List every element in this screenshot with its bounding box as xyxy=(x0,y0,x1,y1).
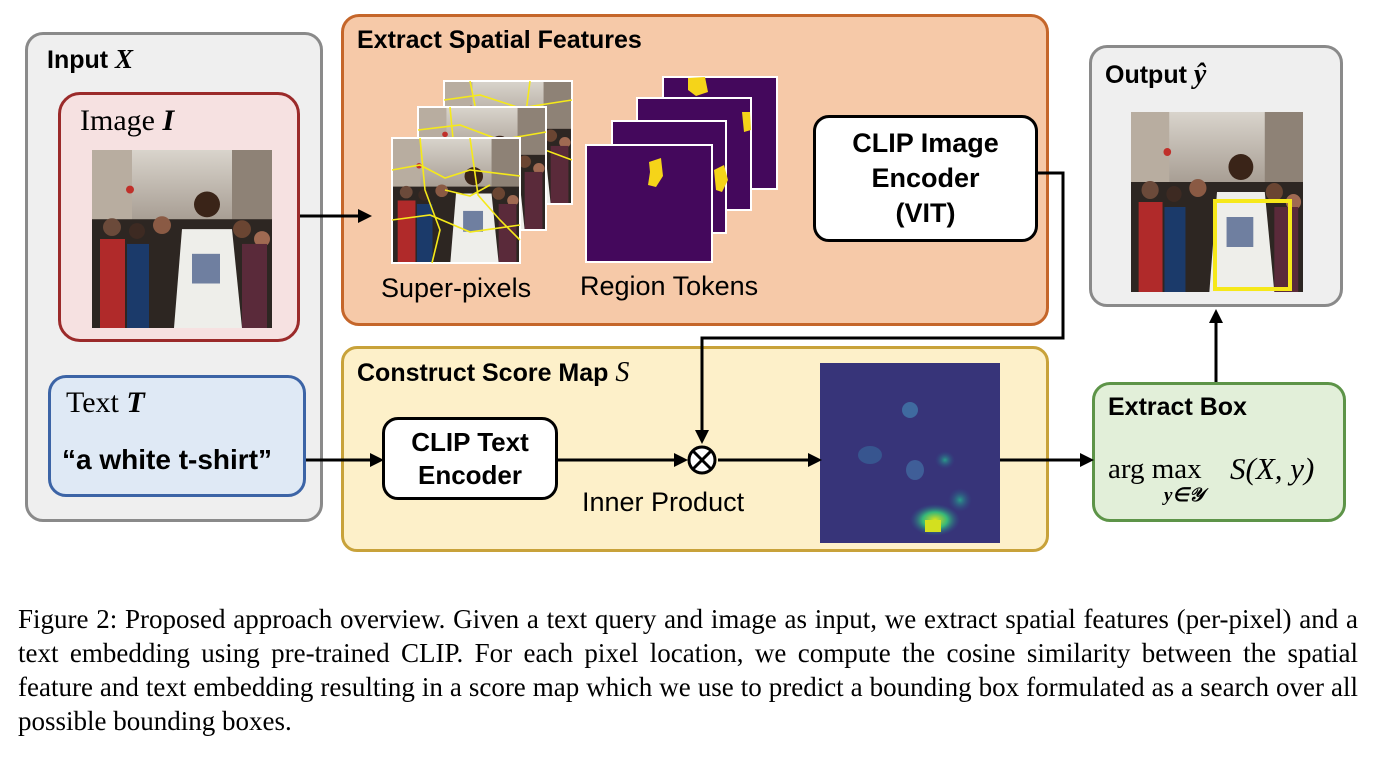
output-variable: ŷ xyxy=(1193,59,1207,90)
score-heatmap xyxy=(820,363,1000,543)
superpixel-stack xyxy=(391,80,573,264)
input-title: Input X xyxy=(47,44,134,74)
extract-box-panel xyxy=(1092,382,1346,522)
argmax-formula: arg max y∈𝒴 S(X, y) xyxy=(1108,445,1344,515)
figure-caption: Figure 2: Proposed approach overview. Gi… xyxy=(18,604,1358,736)
extract-features-title: Extract Spatial Features xyxy=(357,26,642,54)
image-variable: I xyxy=(162,104,175,137)
clip-image-encoder: CLIP Image Encoder (VIT) xyxy=(813,115,1038,242)
clip-text-encoder: CLIP Text Encoder xyxy=(382,417,558,500)
input-variable: X xyxy=(115,44,134,74)
formula-argmax: arg max xyxy=(1108,453,1202,485)
output-image xyxy=(1131,112,1303,292)
region-token-stack xyxy=(585,76,778,263)
superpixels-label: Super-pixels xyxy=(381,273,532,303)
text-label: Text T xyxy=(66,386,145,419)
arrow-image-encoder-to-product xyxy=(700,171,1065,432)
input-image xyxy=(92,150,272,328)
formula-subscript: y∈𝒴 xyxy=(1164,485,1204,506)
score-variable: S xyxy=(615,357,630,388)
predicted-bounding-box xyxy=(1213,199,1292,291)
region-tokens-label: Region Tokens xyxy=(580,271,759,301)
extract-box-title: Extract Box xyxy=(1108,393,1247,421)
text-query: “a white t-shirt” xyxy=(62,444,273,475)
inner-product-operator xyxy=(687,445,717,475)
text-panel xyxy=(48,375,306,497)
score-map-title: Construct Score Map S xyxy=(357,357,630,388)
arrows xyxy=(300,171,1218,462)
text-variable: T xyxy=(126,386,145,419)
inner-product-label: Inner Product xyxy=(582,487,745,517)
output-title: Output ŷ xyxy=(1105,59,1207,90)
image-label: Image I xyxy=(80,104,175,137)
formula-score: S(X, y) xyxy=(1230,451,1315,486)
